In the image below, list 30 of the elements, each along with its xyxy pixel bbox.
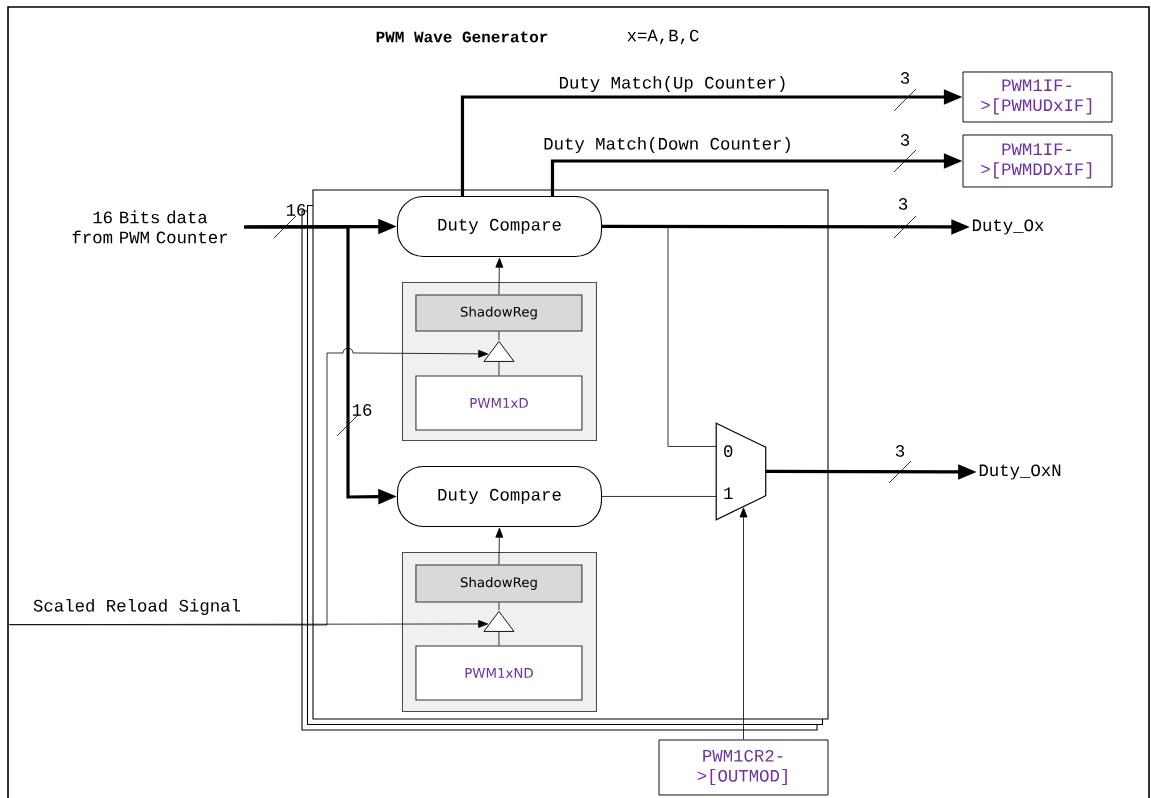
diagram-title: PWM Wave Generator: [376, 31, 548, 43]
signal-label: 16 Bits data from PWM Counter: [72, 210, 227, 244]
latch-triangle: [483, 610, 515, 632]
register-box: PWM1xD: [415, 375, 583, 431]
register-box: ShadowReg: [415, 294, 583, 332]
bus-width-label: 3: [898, 198, 908, 210]
multiplexer: 0 1: [715, 422, 767, 521]
arrow: [9, 347, 489, 626]
bus-width-label: 3: [900, 72, 910, 84]
condition-note: x=A,B,C: [627, 29, 699, 45]
edge-label: Duty Match(Up Counter): [559, 75, 785, 93]
signal-label: Scaled Reload Signal: [33, 598, 241, 616]
arrow: [495, 257, 504, 295]
arrow: [739, 507, 748, 740]
latch-triangle: [483, 340, 515, 362]
bus-width-label: 3: [900, 134, 910, 146]
register-box: ShadowReg: [415, 564, 583, 603]
signal-label: Duty_OxN: [979, 464, 1061, 480]
edge-label: Duty Match(Down Counter): [544, 136, 790, 154]
register-box: PWM1xND: [415, 645, 583, 701]
register-box: PWM1IF- >[PWMDDxIF]: [962, 134, 1113, 188]
signal-label: Duty_Ox: [973, 219, 1044, 235]
register-box: PWM1CR2- >[OUTMOD]: [658, 739, 829, 796]
bus-width-label: 3: [895, 445, 905, 457]
compare-block: Duty Compare: [396, 465, 602, 527]
register-box: PWM1IF- >[PWMUDxIF]: [962, 71, 1113, 123]
bus-width-label: 16: [286, 204, 306, 216]
compare-block: Duty Compare: [396, 195, 602, 257]
bus-width-label: 16: [352, 404, 372, 416]
arrow: [495, 527, 504, 565]
